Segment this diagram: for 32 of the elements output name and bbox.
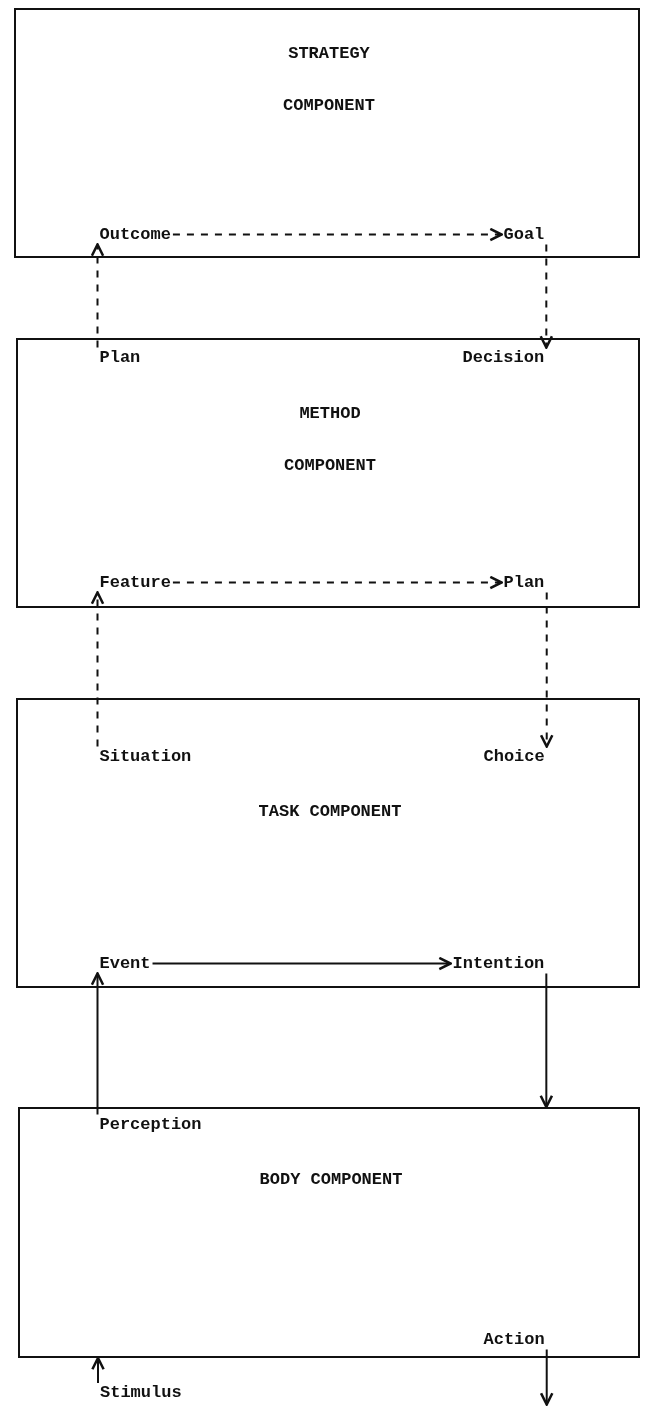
- arrow: [539, 1348, 554, 1406]
- signal-label: Stimulus: [98, 1383, 184, 1403]
- signal-label: Choice: [481, 746, 547, 767]
- component-title: TASK COMPONENT: [257, 801, 403, 823]
- signal-label: Intention: [450, 953, 547, 974]
- component-box: [16, 698, 640, 988]
- arrow: [171, 227, 503, 242]
- signal-label: Action: [481, 1329, 547, 1350]
- arrow: [151, 956, 452, 971]
- component-box: [16, 338, 640, 608]
- signal-label: Goal: [501, 224, 547, 245]
- arrow: [539, 243, 554, 349]
- arrow: [171, 575, 503, 590]
- signal-label: Outcome: [97, 224, 173, 245]
- signal-label: Situation: [97, 746, 194, 767]
- arrow: [90, 243, 105, 349]
- signal-label: Feature: [97, 572, 173, 593]
- arrow: [539, 591, 554, 748]
- signal-label: Event: [97, 953, 153, 974]
- signal-label: Plan: [501, 572, 547, 593]
- component-title: METHOD COMPONENT: [283, 403, 377, 477]
- component-title: BODY COMPONENT: [258, 1169, 404, 1191]
- arrow: [539, 972, 554, 1109]
- component-box: [14, 8, 640, 258]
- signal-label: Plan: [97, 347, 143, 368]
- arrow: [90, 972, 105, 1116]
- component-title: STRATEGY COMPONENT: [282, 43, 376, 117]
- signal-label: Decision: [460, 347, 547, 368]
- arrow: [90, 591, 105, 748]
- arrow: [91, 1356, 105, 1384]
- signal-label: Perception: [97, 1114, 204, 1135]
- component-box: [18, 1107, 640, 1358]
